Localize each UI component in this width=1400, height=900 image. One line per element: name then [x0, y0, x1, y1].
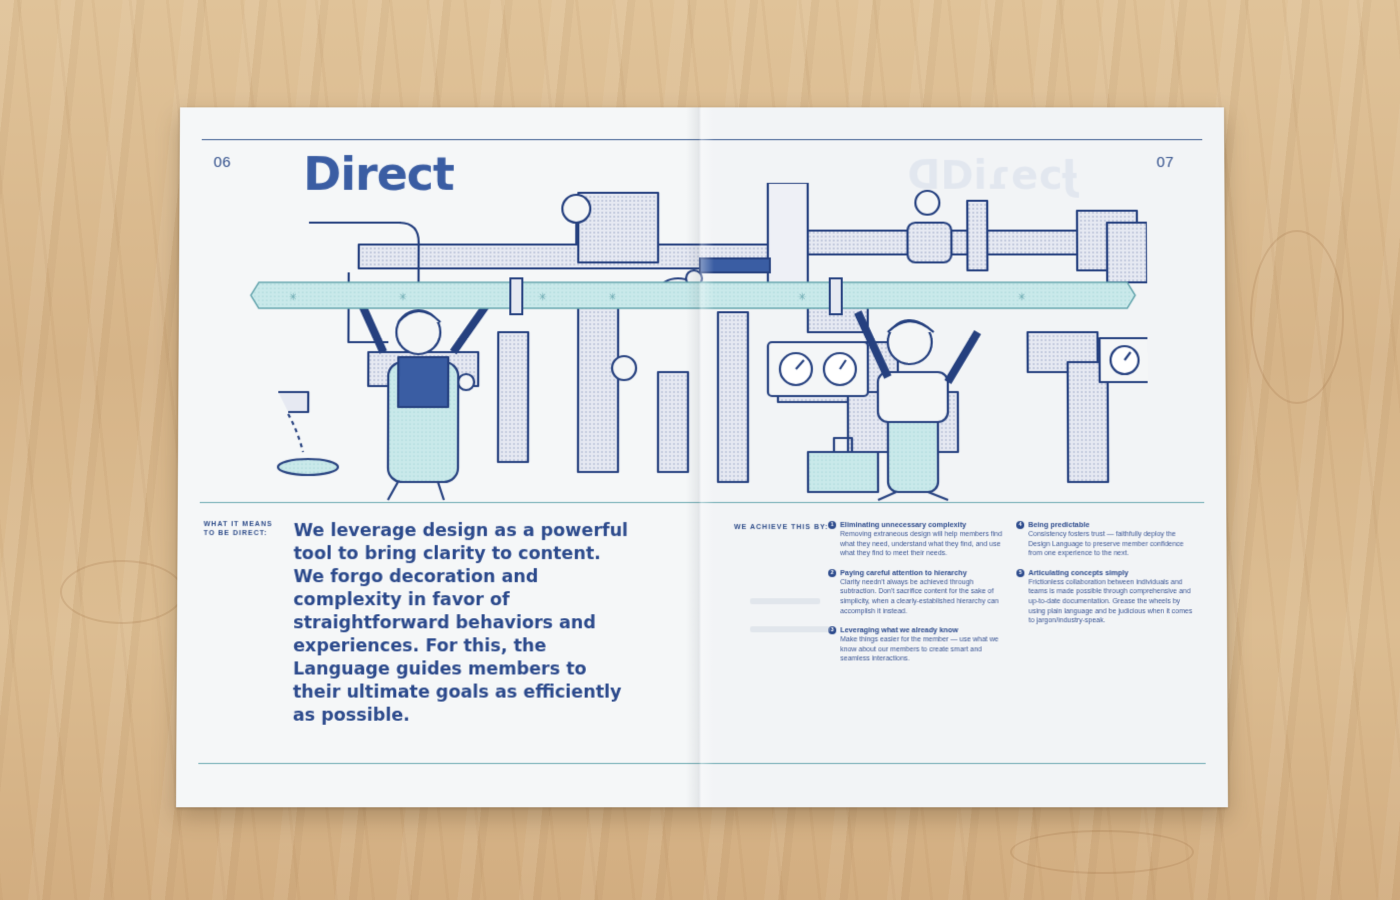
- number-badge: 4: [1016, 521, 1025, 530]
- svg-text:✳: ✳: [399, 292, 407, 303]
- right-page-number: 07: [1156, 154, 1175, 171]
- open-booklet-spread: 06 07 Direct ɈɔɘɿiᗡD: [175, 107, 1229, 808]
- svg-text:✳: ✳: [289, 292, 297, 303]
- svg-text:✳: ✳: [608, 292, 616, 303]
- principle-heading: Eliminating unnecessary complexity: [840, 520, 967, 530]
- principle-body: Removing extraneous design will help mem…: [840, 531, 1003, 558]
- show-through-text: [750, 598, 821, 605]
- left-worker: [355, 296, 493, 501]
- right-worker: [858, 312, 978, 501]
- wood-knot: [1010, 830, 1194, 874]
- number-badge: 1: [828, 521, 837, 530]
- left-page-number: 06: [213, 154, 232, 171]
- principle-heading: Being predictable: [1028, 520, 1090, 530]
- number-badge: 5: [1016, 568, 1025, 577]
- show-through-text: [750, 626, 831, 633]
- principle-heading: Articulating concepts simply: [1028, 567, 1129, 577]
- principle-body: Clarity needn't always be achieved throu…: [840, 578, 999, 615]
- main-teal-pipe: ✳ ✳ ✳ ✳ ✳ ✳: [251, 258, 1136, 314]
- principle-heading: Paying careful attention to hierarchy: [840, 567, 967, 577]
- wood-knot: [60, 560, 184, 624]
- intro-label: WHAT IT MEANS TO BE DIRECT:: [203, 521, 273, 538]
- achieve-label: WE ACHIEVE THIS BY:: [734, 524, 829, 532]
- center-fold: [685, 107, 715, 808]
- svg-text:✳: ✳: [538, 292, 546, 303]
- lead-paragraph: We leverage design as a powerful tool to…: [292, 521, 629, 726]
- number-badge: 2: [828, 568, 837, 577]
- principle-body: Frictionless collaboration between indiv…: [1028, 578, 1193, 625]
- svg-text:✳: ✳: [1017, 292, 1025, 303]
- svg-text:✳: ✳: [798, 292, 806, 303]
- principle-body: Make things easier for the member — use …: [840, 636, 999, 663]
- plumbing-illustration: ✳ ✳ ✳ ✳ ✳ ✳: [248, 182, 1149, 501]
- principle-body: Consistency fosters trust — faithfully d…: [1028, 531, 1184, 558]
- principle-heading: Leveraging what we already know: [840, 625, 959, 635]
- wood-knot: [1250, 230, 1344, 404]
